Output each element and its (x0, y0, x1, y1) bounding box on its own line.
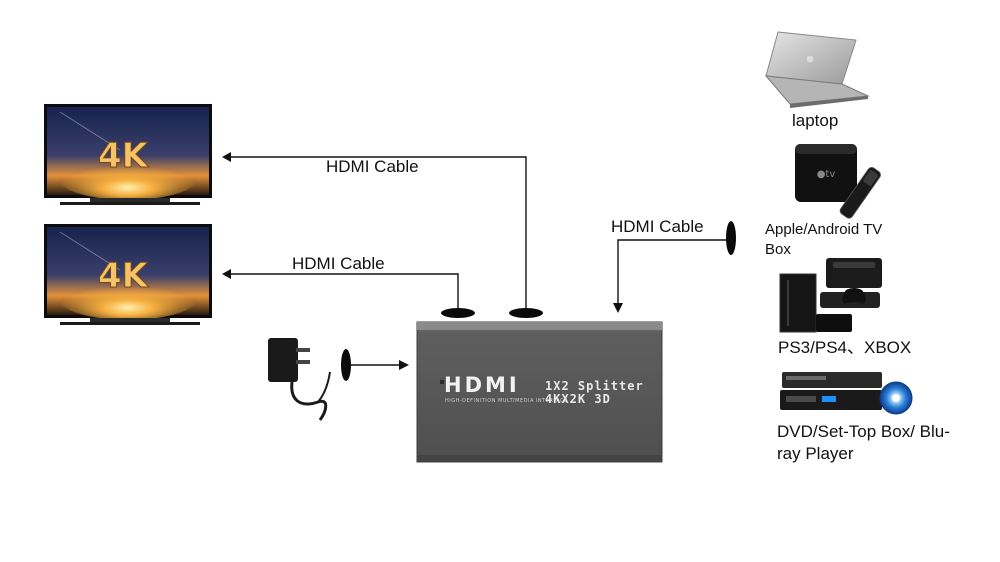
arrow-down-icon (613, 303, 623, 313)
source-label-tv-box: Apple/Android TV Box (765, 221, 883, 258)
ps-console-icon (779, 273, 817, 333)
led-indicator-icon (440, 380, 444, 384)
source-label-dvd: DVD/Set-Top Box/ Blu-ray Player (777, 422, 950, 463)
dvd-player-device (780, 372, 913, 415)
tv-stand (90, 198, 170, 202)
arrow-left-icon (222, 269, 231, 279)
plug-icon (441, 308, 475, 318)
connector-plugs (341, 221, 736, 381)
arrow-left-icon (222, 152, 231, 162)
plug-icon (341, 349, 351, 381)
gamepad-icon (842, 288, 866, 304)
cable-line-input (617, 239, 728, 306)
tv-badge-4k: 4K (98, 136, 150, 176)
hdmi-splitter-device (416, 321, 663, 463)
display-tv-bottom: 4K (44, 224, 212, 325)
tv-stand (90, 318, 170, 322)
plug-icon (726, 221, 736, 255)
cable-line-bottom-output (230, 273, 459, 312)
hdmi-logo: HDMI (444, 373, 520, 397)
apple-logo-icon (805, 54, 815, 64)
arrow-right-icon (399, 360, 409, 370)
arrowheads (222, 152, 623, 370)
apple-logo-icon: ●tv (817, 169, 836, 180)
display-tv-top: 4K (44, 104, 212, 205)
cable-label-input: HDMI Cable (611, 217, 704, 236)
cable-line-top-output (230, 156, 527, 312)
hdmi-logo-subtitle: HIGH-DEFINITION MULTIMEDIA INTERFACE (445, 398, 568, 404)
plug-icon (509, 308, 543, 318)
splitter-spec: 4KX2K 3D (545, 392, 611, 406)
splitter-model: 1X2 Splitter (545, 379, 644, 393)
source-label-console: PS3/PS4、XBOX (778, 338, 912, 357)
laptop-device (764, 31, 870, 108)
tv-badge-4k: 4K (98, 256, 150, 296)
source-label-laptop: laptop (792, 111, 839, 130)
cable-label-bottom-output: HDMI Cable (292, 254, 385, 273)
cable-label-top-output: HDMI Cable (326, 157, 419, 176)
power-adapter (268, 338, 331, 421)
apple-tv-device: ●tv (795, 144, 881, 219)
game-console-devices (779, 258, 882, 333)
cable-lines (230, 156, 728, 366)
